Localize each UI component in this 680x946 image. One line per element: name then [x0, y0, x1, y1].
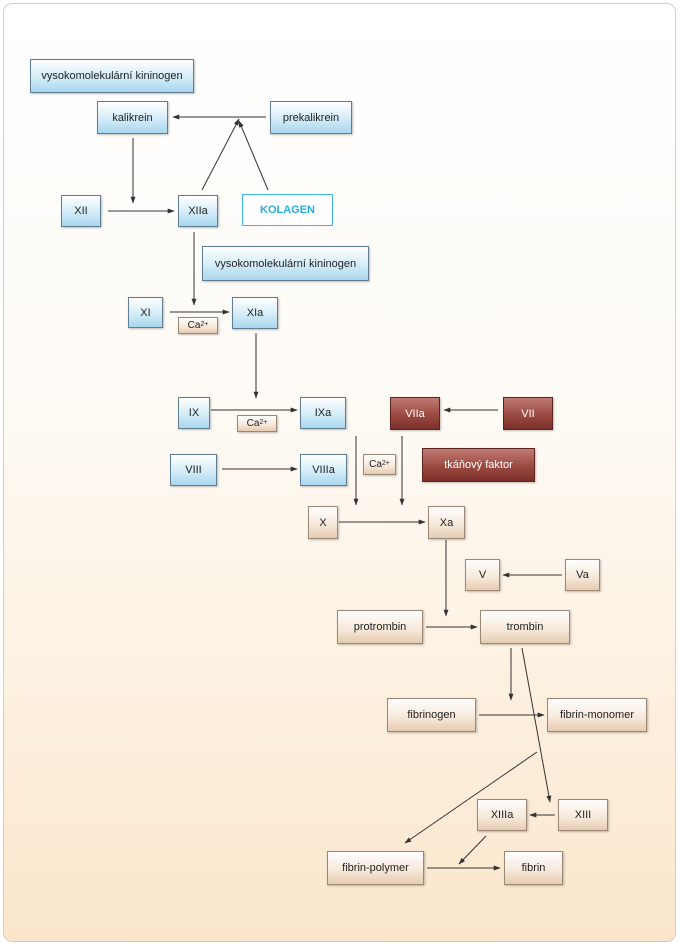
node-ixa: IXa: [300, 397, 346, 429]
node-v: V: [465, 559, 500, 591]
node-xii: XII: [61, 195, 101, 227]
node-fibrinogen: fibrinogen: [387, 698, 476, 732]
calcium-base: Ca: [246, 418, 260, 429]
node-fibrin-monomer: fibrin-monomer: [547, 698, 647, 732]
calcium-base: Ca: [187, 320, 201, 331]
node-kalikrein: kalikrein: [97, 101, 168, 134]
node-protrombin: protrombin: [337, 610, 423, 644]
node-va: Va: [565, 559, 600, 591]
calcium-charge: 2+: [200, 321, 209, 328]
node-hmw-kininogen-top: vysokomolekulární kininogen: [30, 59, 194, 93]
node-xa: Xa: [428, 506, 465, 539]
node-fibrin: fibrin: [504, 851, 563, 885]
node-xiii: XIII: [558, 799, 608, 831]
arrow-trombin-xiii: [521, 647, 552, 803]
node-hmw-kininogen-mid: vysokomolekulární kininogen: [202, 246, 369, 281]
node-viii: VIII: [170, 454, 217, 486]
node-xiiia: XIIIa: [477, 799, 527, 831]
node-prekalikrein: prekalikrein: [270, 101, 352, 134]
node-fibrin-polymer: fibrin-polymer: [327, 851, 424, 885]
node-ix: IX: [178, 397, 210, 429]
arrow-kolagen-activation: [238, 120, 269, 191]
node-kolagen: KOLAGEN: [242, 194, 333, 226]
node-xiia: XIIa: [178, 195, 218, 227]
arrow-monomer-fibrin-polymer: [404, 751, 538, 844]
node-vii: VII: [503, 397, 553, 430]
calcium-charge: 2+: [259, 419, 268, 426]
node-x: X: [308, 506, 338, 539]
node-trombin: trombin: [480, 610, 570, 644]
node-xia: XIa: [232, 297, 278, 329]
node-xi: XI: [128, 297, 163, 328]
node-tissue-factor: tkáňový faktor: [422, 448, 535, 482]
calcium-base: Ca: [369, 459, 382, 470]
node-viia: VIIa: [390, 397, 440, 430]
calcium-charge: 2+: [381, 460, 390, 467]
arrow-xiiia-fibrin-polymer: [458, 835, 487, 865]
node-viiia: VIIIa: [300, 454, 347, 486]
arrow-xiia-prekalikrein: [201, 118, 240, 191]
